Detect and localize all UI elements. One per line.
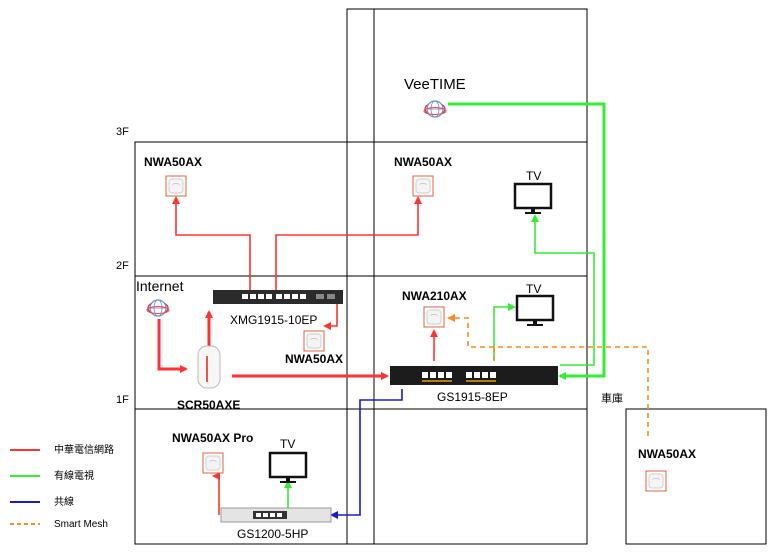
garage-ap-label: NWA50AX [638, 447, 697, 461]
shared-links [330, 389, 403, 519]
ap-3f-left-label: NWA50AX [144, 155, 203, 169]
legend-label-shared: 共線 [54, 497, 74, 508]
legend-label-mesh: Smart Mesh [54, 519, 108, 530]
gs1200-label: GS1200-5HP [237, 527, 309, 541]
internet-label: Internet [136, 278, 184, 294]
access-point-icon [412, 175, 434, 197]
globe-icon [146, 299, 170, 317]
xmg-switch-label: XMG1915-10EP [230, 313, 318, 327]
access-point-icon [645, 470, 667, 492]
floor-label-3f: 3F [116, 126, 129, 138]
catv-links [284, 102, 606, 508]
garage-label: 車庫 [601, 393, 623, 405]
router-label: SCR50AXE [177, 398, 241, 412]
gs1200-switch-icon [220, 507, 332, 523]
tv-icon [515, 294, 555, 328]
access-point-icon [165, 175, 187, 197]
ap-3f-right-label: NWA50AX [394, 155, 453, 169]
xmg-switch-icon [213, 290, 343, 304]
ap-2f-label: NWA50AX [285, 352, 344, 366]
building-outline [134, 8, 767, 545]
nwa-pro-label: NWA50AX Pro [172, 431, 254, 445]
nwa210-label: NWA210AX [402, 289, 467, 303]
chtnet-links [157, 196, 438, 515]
router-icon [197, 345, 221, 389]
legend-label-chtnet: 中華電信網路 [54, 445, 114, 456]
tv-icon [513, 182, 553, 216]
legend-label-catv: 有線電視 [54, 471, 94, 482]
floor-label-1f: 1F [116, 394, 129, 406]
gs1915-switch-icon [390, 366, 558, 385]
floor-label-2f: 2F [116, 260, 129, 272]
tv-icon [268, 451, 308, 485]
veetime-label: VeeTIME [404, 76, 466, 93]
globe-icon [423, 100, 447, 118]
gs1915-label: GS1915-8EP [437, 390, 508, 404]
access-point-icon [202, 452, 224, 474]
tv-3f-label: TV [526, 169, 542, 183]
access-point-icon [423, 306, 445, 328]
tv-2f-label: TV [526, 282, 542, 296]
mesh-links [447, 314, 649, 436]
tv-1f-label: TV [280, 437, 296, 451]
access-point-icon [303, 330, 325, 352]
legend [10, 449, 40, 525]
